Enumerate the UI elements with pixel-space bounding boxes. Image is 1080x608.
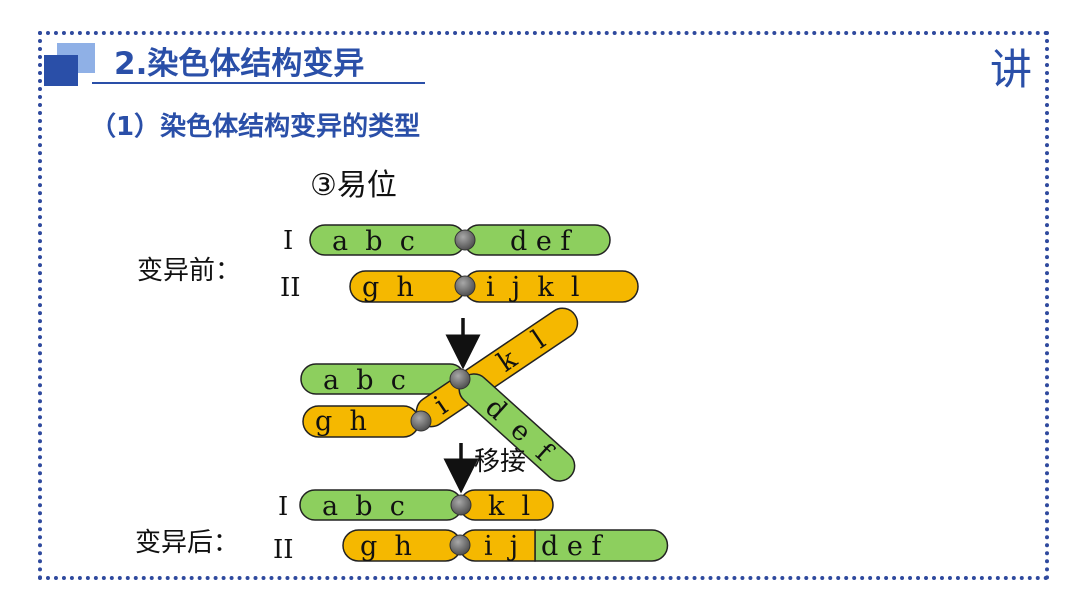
dotted-frame (38, 31, 1049, 580)
genes-text: i j k l (486, 272, 580, 303)
genes-text: g h (315, 406, 367, 437)
roman-label-2: II (273, 535, 294, 565)
heading-translocation: ③易位 (310, 168, 397, 203)
centromere (450, 494, 472, 516)
decor-square-dark (44, 55, 78, 86)
genes-text: i j (484, 531, 518, 562)
centromere (449, 534, 471, 556)
lecture-mark: 讲 (990, 45, 1033, 94)
chromosome-2-translocated-segment (534, 529, 669, 562)
genes-text: d e f (510, 226, 572, 257)
centromere (454, 275, 476, 297)
genes-text: a b c (323, 365, 406, 396)
centromere (454, 229, 476, 251)
centromere (449, 368, 471, 390)
roman-label-1: I (283, 226, 293, 256)
arrow-label: 移接 (474, 447, 526, 477)
genes-text: k l (488, 491, 530, 522)
title-underline (92, 82, 425, 84)
genes-text: g h (362, 272, 414, 303)
genes-text: a b c (322, 491, 405, 522)
section-title: 2.染色体结构变异 (114, 46, 365, 82)
genes-text: g h (360, 531, 412, 562)
genes-text: a b c (332, 226, 415, 257)
roman-label-1: I (278, 492, 288, 522)
label-after: 变异后： (135, 528, 240, 558)
centromere (410, 410, 432, 432)
genes-text: d e f (541, 531, 603, 562)
roman-label-2: II (280, 273, 301, 303)
subtitle: （1）染色体结构变异的类型 (90, 112, 421, 142)
label-before: 变异前： (137, 256, 242, 286)
